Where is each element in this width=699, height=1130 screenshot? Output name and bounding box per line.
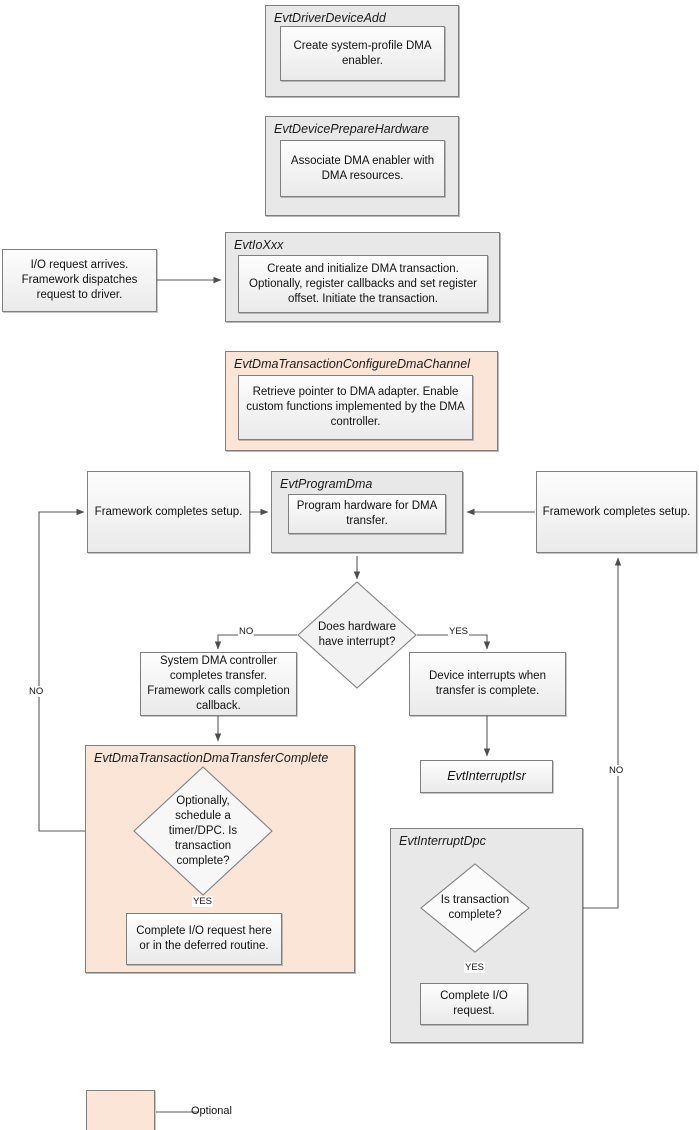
- group-title-evtinterruptdpc: EvtInterruptDpc: [399, 834, 486, 848]
- box-framework-completes-setup-left-text: Framework completes setup.: [94, 505, 243, 518]
- box-associate-dma-enabler-text: Associate DMA enabler with DMA resources…: [290, 154, 435, 182]
- box-complete-io-deferred-text: Complete I/O request here or in the defe…: [136, 925, 272, 952]
- box-create-initialize-transaction: Create and initialize DMA transaction. O…: [238, 255, 488, 313]
- group-title-dma-transfer-complete: EvtDmaTransactionDmaTransferComplete: [94, 751, 329, 765]
- box-device-interrupts-text: Device interrupts when transfer is compl…: [429, 670, 546, 697]
- box-create-dma-enabler: Create system-profile DMA enabler.: [280, 26, 445, 81]
- legend-optional-label: Optional: [191, 1105, 232, 1117]
- box-framework-completes-setup-left: Framework completes setup.: [87, 471, 250, 553]
- box-evtinterruptisr: EvtInterruptIsr: [420, 760, 553, 793]
- decision-is-transaction-complete-dpc: Is transaction complete?: [420, 863, 530, 953]
- box-create-dma-enabler-text: Create system-profile DMA enabler.: [293, 39, 432, 67]
- edge-label-left-loop-no: NO: [28, 686, 45, 697]
- decision-is-transaction-complete-dma-shape: [133, 766, 273, 896]
- decision-is-transaction-complete-dpc-shape: [420, 863, 530, 953]
- box-device-interrupts: Device interrupts when transfer is compl…: [409, 652, 566, 716]
- box-framework-completes-setup-right: Framework completes setup.: [536, 471, 697, 553]
- decision-is-transaction-complete-dma-text: Optionally, schedule a timer/DPC. Is tra…: [168, 794, 238, 867]
- decision-hardware-has-interrupt-text: Does hardware have interrupt?: [318, 621, 396, 648]
- box-create-initialize-transaction-text: Create and initialize DMA transaction. O…: [249, 262, 477, 305]
- group-title-evtioxxx: EvtIoXxx: [234, 238, 284, 252]
- group-title-evtdevicepreparehardware: EvtDevicePrepareHardware: [274, 122, 429, 136]
- edge-label-dpc-yes: YES: [464, 962, 486, 973]
- box-complete-io-request: Complete I/O request.: [420, 983, 528, 1025]
- box-complete-io-deferred: Complete I/O request here or in the defe…: [126, 913, 282, 965]
- box-system-dma-controller-text: System DMA controller completes transfer…: [147, 655, 290, 712]
- legend-optional-swatch: [86, 1090, 155, 1130]
- box-retrieve-dma-adapter: Retrieve pointer to DMA adapter. Enable …: [238, 375, 473, 440]
- box-program-hardware: Program hardware for DMA transfer.: [288, 494, 446, 534]
- decision-hardware-has-interrupt-shape: [297, 581, 417, 689]
- box-io-request-arrives: I/O request arrives. Framework dispatche…: [2, 249, 157, 312]
- edge-decision-no-to-systemdma: [214, 634, 297, 650]
- edge-label-dma-yes: YES: [192, 896, 214, 907]
- edge-label-right-loop-no: NO: [608, 765, 625, 776]
- box-complete-io-request-text: Complete I/O request.: [440, 990, 508, 1017]
- group-title-evtprogramdma: EvtProgramDma: [280, 477, 373, 491]
- box-framework-completes-setup-right-text: Framework completes setup.: [542, 505, 691, 518]
- edge-decision-yes-to-deviceinterrupts: [417, 634, 491, 650]
- box-system-dma-controller: System DMA controller completes transfer…: [140, 652, 297, 716]
- box-retrieve-dma-adapter-text: Retrieve pointer to DMA adapter. Enable …: [246, 386, 465, 428]
- box-program-hardware-text: Program hardware for DMA transfer.: [296, 500, 438, 527]
- decision-is-transaction-complete-dpc-text: Is transaction complete?: [440, 894, 510, 921]
- box-io-request-arrives-text: I/O request arrives. Framework dispatche…: [21, 259, 138, 301]
- group-title-configure-dma-channel: EvtDmaTransactionConfigureDmaChannel: [234, 357, 470, 371]
- decision-hardware-has-interrupt: Does hardware have interrupt?: [297, 581, 417, 689]
- edge-label-interrupt-no: NO: [238, 626, 255, 637]
- box-associate-dma-enabler: Associate DMA enabler with DMA resources…: [280, 140, 445, 197]
- box-evtinterruptisr-text: EvtInterruptIsr: [447, 769, 526, 783]
- edge-label-interrupt-yes: YES: [448, 626, 470, 637]
- decision-is-transaction-complete-dma: Optionally, schedule a timer/DPC. Is tra…: [133, 766, 273, 896]
- group-title-evtdriverdeviceadd: EvtDriverDeviceAdd: [274, 11, 386, 25]
